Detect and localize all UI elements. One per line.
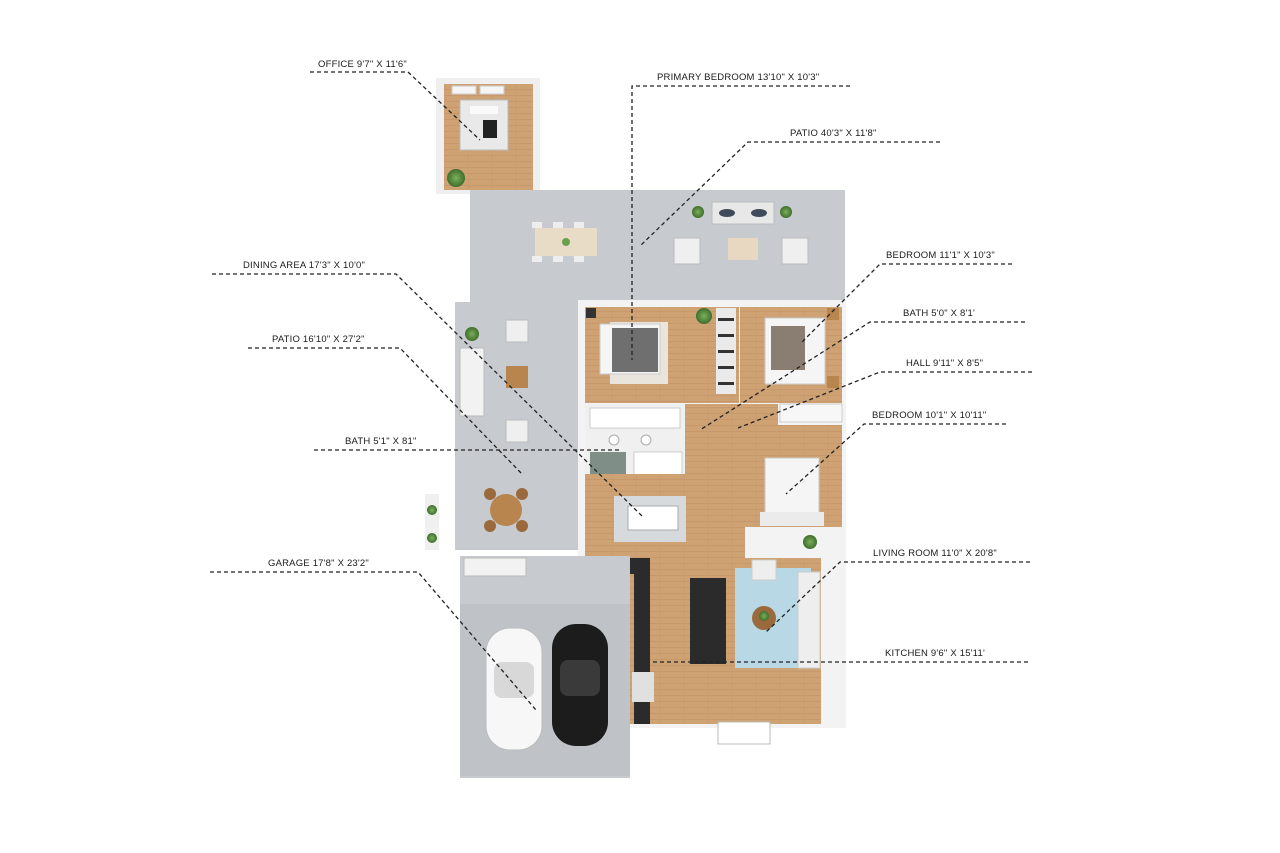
leader-dining [212,273,643,517]
leader-bath-2 [699,321,1025,431]
label-patio-side: PATIO 16'10" X 27'2" [272,334,365,345]
label-dining-area: DINING AREA 17'3" X 10'0" [243,260,366,271]
leader-patio-rear [639,141,940,247]
leader-office [310,71,481,141]
label-bath-1: BATH 5'1" X 81" [345,436,417,447]
leader-patio-side [248,347,523,475]
label-bath-2: BATH 5'0" X 8'1' [903,308,976,319]
office-room [436,78,540,194]
label-living-room: LIVING ROOM 11'0" X 20'8" [873,548,997,559]
label-office: OFFICE 9'7" X 11'6" [318,59,407,70]
leader-bedroom-3 [785,423,1006,495]
leader-bedroom-2 [799,263,1012,345]
leader-living [765,561,1030,633]
patio-rear [470,190,845,302]
house-interior [578,300,846,745]
label-hall: HALL 9'11" X 8'5" [906,358,984,369]
label-bedroom-3: BEDROOM 10'1" X 10'11" [872,410,987,421]
garage [460,556,630,778]
label-patio-rear: PATIO 40'3" X 11'8" [790,128,877,139]
leader-hall [737,371,1032,429]
label-garage: GARAGE 17'8" X 23'2" [268,558,369,569]
label-primary-bedroom: PRIMARY BEDROOM 13'10" X 10'3" [657,72,820,83]
leader-garage [210,571,537,711]
leader-primary-bedroom [631,85,850,360]
label-kitchen: KITCHEN 9'6" X 15'11' [885,648,985,659]
label-bedroom-2: BEDROOM 11'1" X 10'3" [886,250,995,261]
